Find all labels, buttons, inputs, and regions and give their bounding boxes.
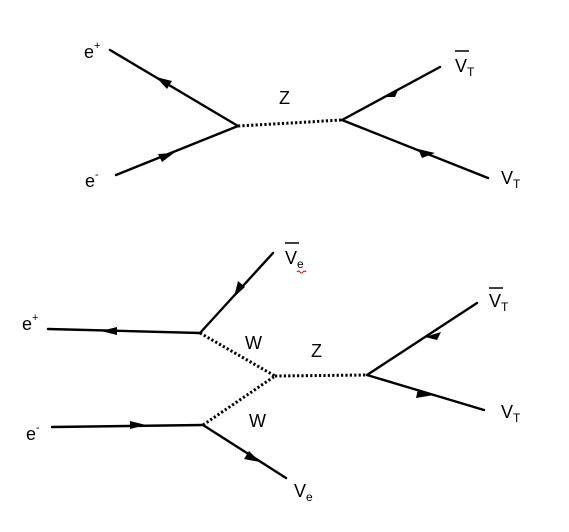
nu-t-arrow <box>416 389 434 398</box>
label-z: Z <box>279 88 290 108</box>
label-nubar: VT <box>455 56 475 79</box>
eminus-arrow <box>130 421 146 429</box>
eplus-arrow <box>101 327 117 335</box>
label-nubar-t: VT <box>489 291 509 314</box>
label-nu: VT <box>501 168 521 191</box>
label-z: Z <box>311 341 322 361</box>
label-w-upper: W <box>245 333 262 353</box>
eminus-line <box>50 423 205 429</box>
nubar-arrow <box>383 88 399 97</box>
label-eminus: e- <box>85 169 99 191</box>
nubar-t-line <box>365 301 479 377</box>
z-propagator <box>274 373 368 378</box>
eplus-arrow <box>156 77 172 89</box>
eminus-line <box>114 124 240 177</box>
diagram-1: e+ e- Z VT VT <box>84 40 521 191</box>
label-eplus: e+ <box>22 312 38 334</box>
label-nu-e: Ve <box>294 481 313 504</box>
w-upper-propagator <box>199 331 276 378</box>
eminus-arrow <box>158 153 174 162</box>
label-eminus: e- <box>26 422 40 444</box>
nubar-e-arrow <box>234 281 245 297</box>
nubar-t-arrow <box>425 332 441 340</box>
nu-e-line <box>201 423 288 480</box>
z-propagator <box>237 118 343 128</box>
label-nubar-e: Ve <box>285 248 304 271</box>
nu-line <box>340 118 490 180</box>
w-lower-propagator <box>202 374 276 427</box>
label-nu-t: VT <box>501 402 521 425</box>
spellcheck-underline <box>296 270 307 274</box>
label-w-lower: W <box>249 411 266 431</box>
eplus-line <box>46 327 202 335</box>
diagram-2: Ve e+ W Z VT e- W VT Ve <box>22 242 521 504</box>
nu-arrow <box>418 149 435 158</box>
eplus-line <box>108 48 240 128</box>
nu-e-arrow <box>244 451 260 462</box>
label-eplus: e+ <box>84 40 100 62</box>
